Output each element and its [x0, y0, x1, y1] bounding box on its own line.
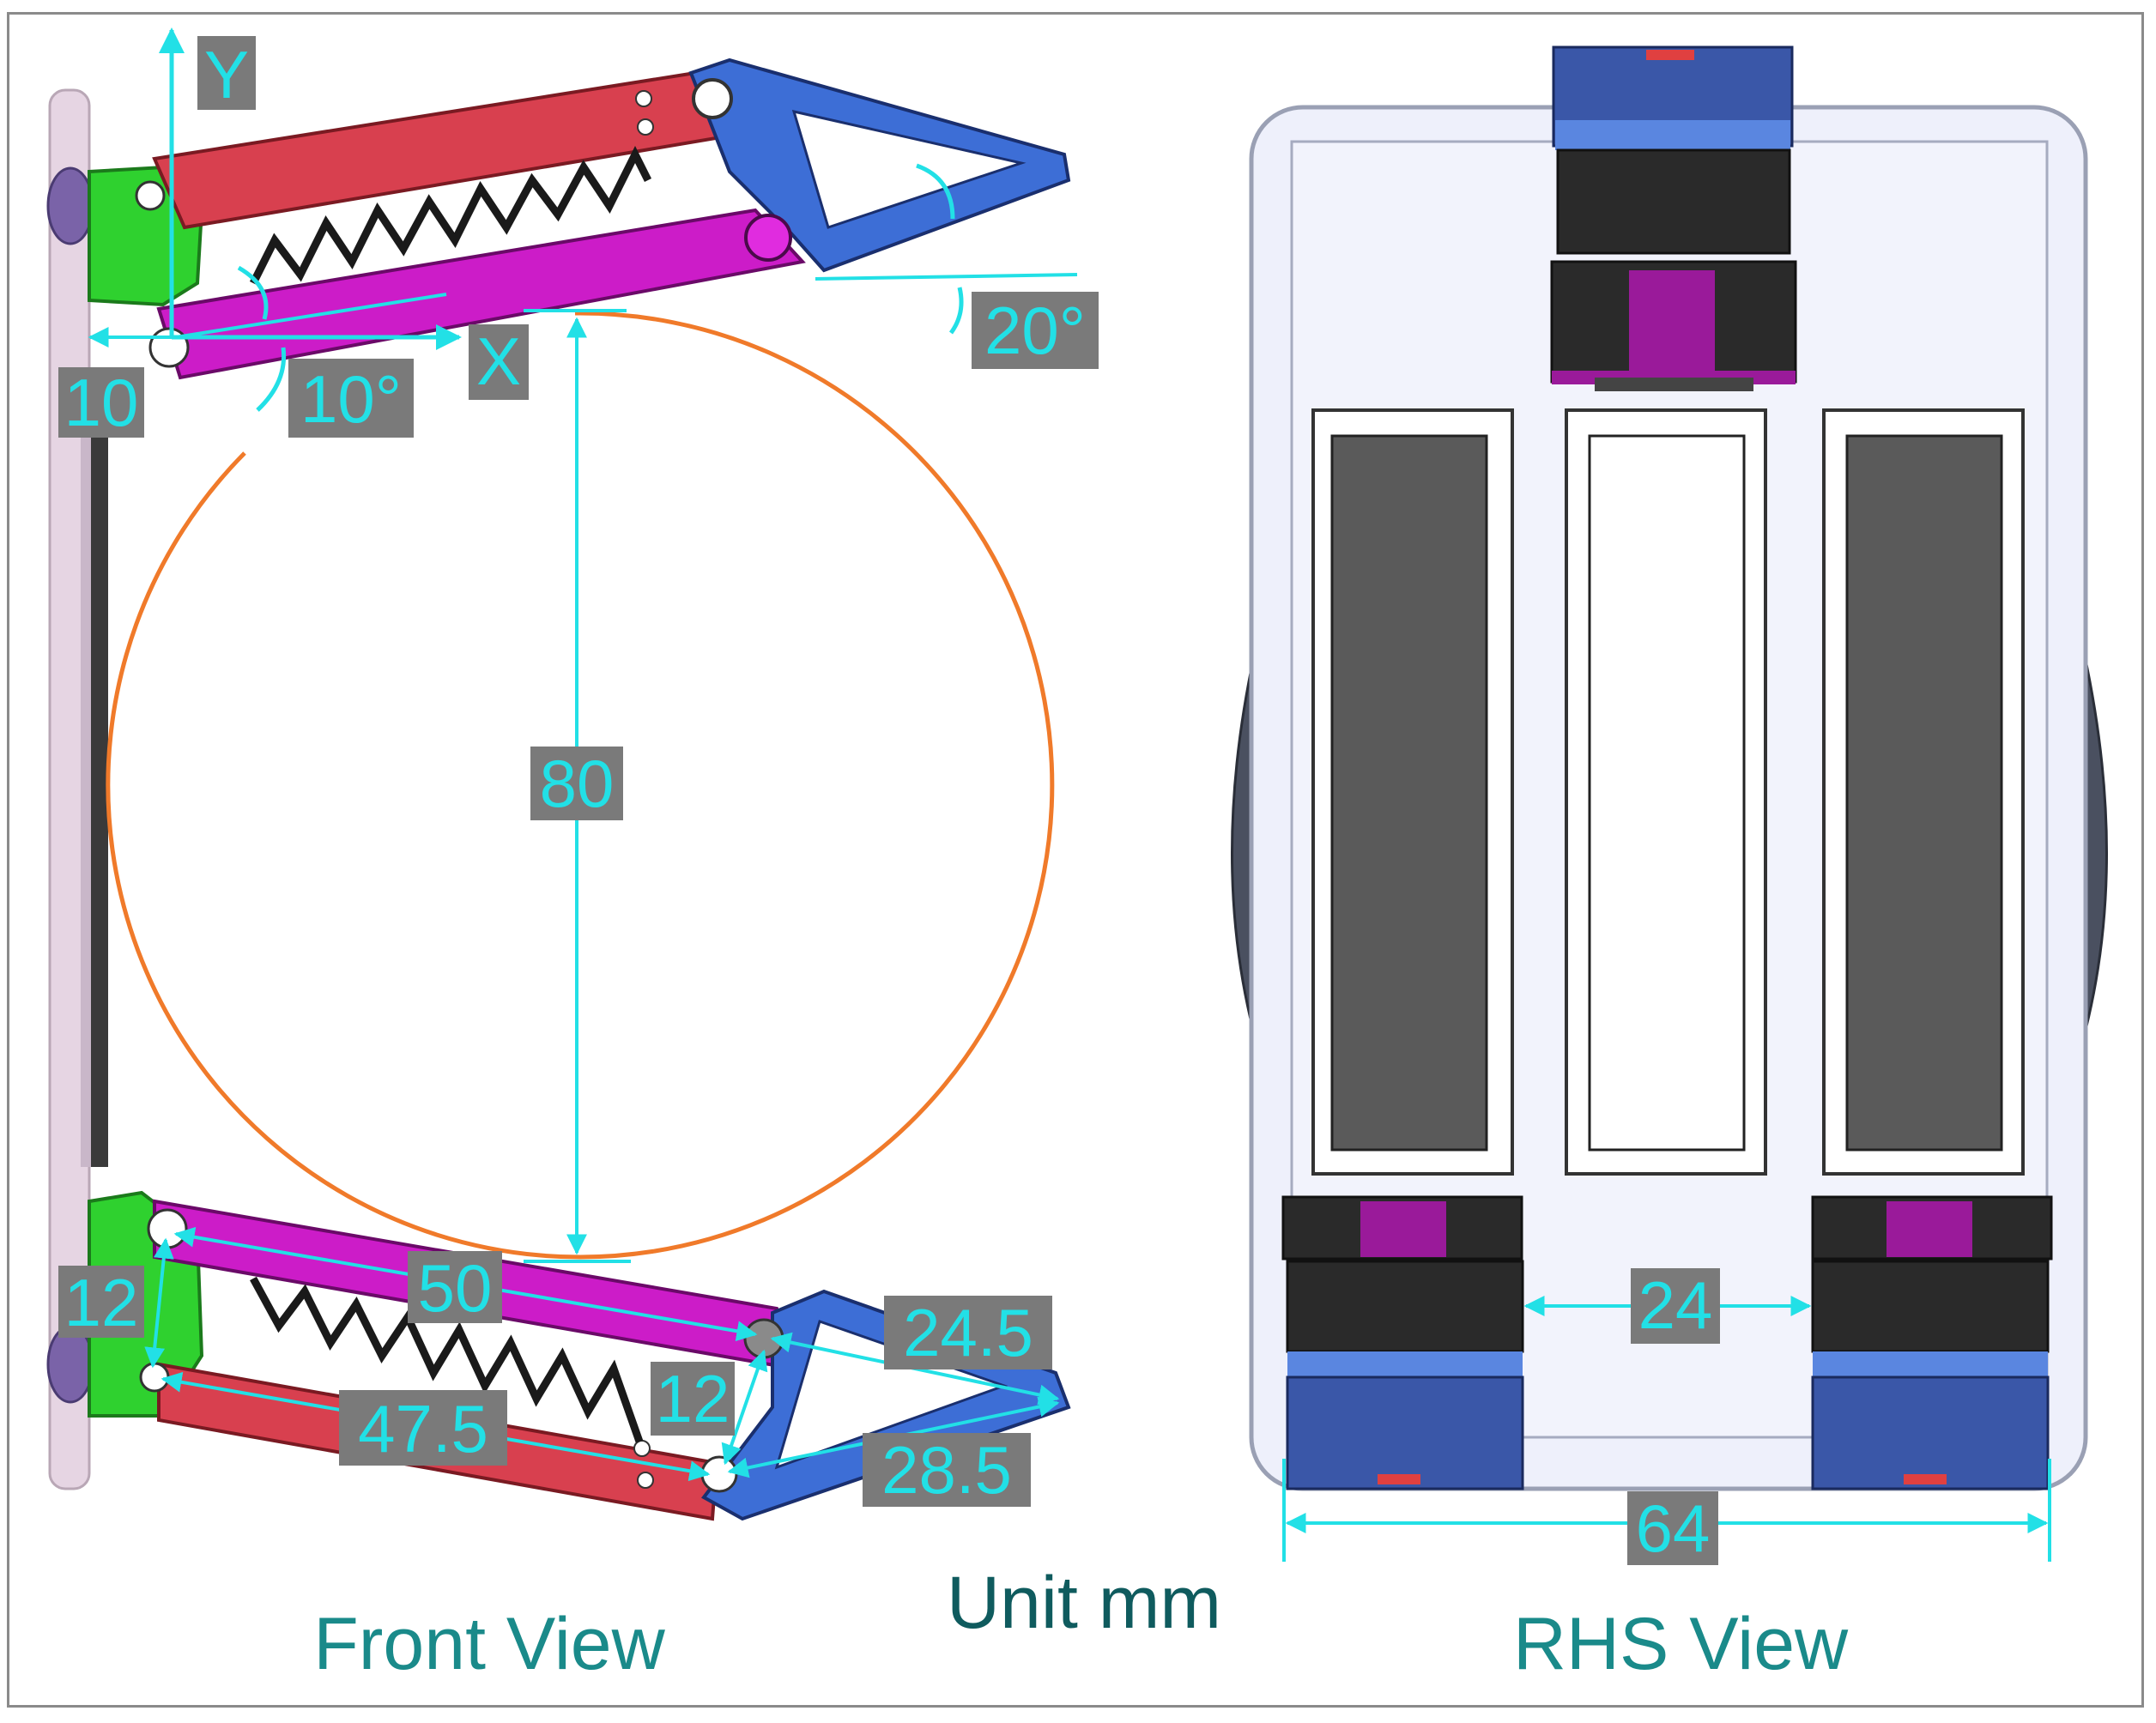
link-47-5-bg: [339, 1390, 507, 1466]
top-clamp-magenta: [1629, 270, 1715, 382]
bottom-left-clamp-red-tab: [1378, 1474, 1420, 1484]
link-50-bg: [408, 1251, 502, 1323]
pivot-top-6: [637, 118, 654, 136]
link-28-5-label: 28.5: [881, 1432, 1012, 1508]
link-24-5-bg: [884, 1296, 1052, 1369]
top-clamp-red-tab: [1646, 50, 1694, 60]
bottom-left-clamp-blue: [1286, 1375, 1524, 1490]
spring-top: [249, 145, 652, 286]
link-12-right-label: 12: [656, 1361, 730, 1436]
x-axis-label-bg: [469, 324, 529, 400]
base-plate-inner: [81, 369, 91, 1167]
pivot-top-4: [744, 214, 792, 262]
link-28-5-bg: [863, 1433, 1031, 1507]
gap-24-bg: [1631, 1268, 1720, 1344]
bottom-right-clamp-red-tab: [1904, 1474, 1947, 1484]
blue-finger-top-window: [791, 109, 1027, 229]
base-plate-edge: [89, 369, 108, 1167]
window-left-pane: [1330, 434, 1488, 1152]
pivot-top-2: [148, 327, 190, 368]
base-bolt-top: [46, 166, 94, 245]
offset-10-label: 10: [64, 365, 139, 440]
width-64-label: 64: [1636, 1490, 1711, 1566]
bottom-left-clamp-black-2: [1286, 1260, 1524, 1353]
x-axis-label: X: [476, 323, 521, 399]
window-middle-pane: [1588, 434, 1746, 1152]
object-circle: [106, 311, 1055, 1260]
unit-caption: Unit mm: [947, 1562, 1221, 1644]
rhs-view: 24 64: [1231, 45, 2108, 1566]
side-bulge-right: [2082, 651, 2108, 1031]
angle-10-bg: [288, 359, 414, 438]
front-view: Y X 10 10° 20° 80 12 50: [46, 27, 1099, 1521]
top-clamp-tab: [1595, 378, 1753, 391]
angle-10-arc-b: [256, 347, 287, 412]
angle-20-bg: [972, 292, 1099, 369]
pivot-bottom-5: [633, 1440, 651, 1457]
window-right-pane: [1845, 434, 2003, 1152]
angle-10-ref: [175, 293, 447, 339]
angle-20-label: 20°: [984, 293, 1086, 368]
y-axis-label: Y: [204, 37, 249, 112]
pivot-top-3: [692, 78, 733, 119]
gap-24-label: 24: [1638, 1267, 1713, 1343]
rhs-view-caption: RHS View: [1513, 1603, 1849, 1685]
top-clamp-blue-2: [1555, 120, 1790, 150]
link-24-5-label: 24.5: [903, 1295, 1033, 1370]
bottom-left-clamp-magenta: [1360, 1201, 1446, 1257]
y-axis-label-bg: [197, 36, 256, 110]
top-clamp-black: [1556, 148, 1791, 255]
bottom-right-clamp-magenta: [1886, 1201, 1972, 1257]
width-64-bg: [1627, 1491, 1718, 1565]
offset-10-bg: [58, 367, 144, 438]
diameter-80-label: 80: [540, 746, 615, 821]
link-50-label: 50: [418, 1250, 493, 1326]
pivot-top-1: [135, 180, 166, 211]
angle-20-ref: [815, 273, 1078, 281]
angle-10-arc-a: [237, 265, 269, 320]
pivot-bottom-6: [637, 1472, 654, 1489]
side-bulge-left: [1231, 651, 1257, 1031]
link-12-left-label: 12: [64, 1265, 139, 1340]
front-view-caption: Front View: [313, 1603, 665, 1685]
bottom-right-clamp-black-2: [1811, 1260, 2050, 1353]
bottom-right-clamp-blue-strip: [1813, 1351, 2048, 1377]
pivot-bottom-1: [147, 1208, 188, 1249]
bottom-left-clamp-blue-strip: [1287, 1351, 1523, 1377]
diameter-80-bg: [530, 747, 623, 820]
angle-10-label: 10°: [300, 361, 402, 437]
angle-20-arc-top: [916, 163, 955, 220]
pivot-bottom-2: [139, 1362, 170, 1393]
link-47-5-label: 47.5: [358, 1391, 488, 1466]
link-12-left-bg: [58, 1266, 144, 1338]
pivot-top-5: [635, 90, 652, 107]
bottom-right-clamp-blue: [1811, 1375, 2050, 1490]
angle-20-arc-bottom: [948, 287, 964, 335]
link-12-left-line: [144, 1237, 174, 1369]
